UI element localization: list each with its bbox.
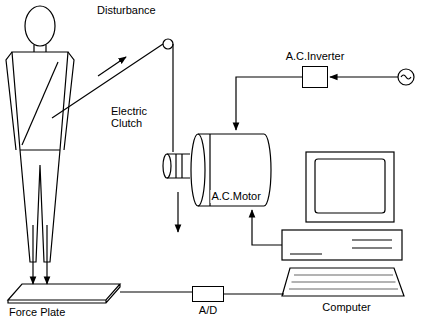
arms [6,52,74,150]
ac-symbol [401,75,411,79]
node-label: Electric Clutch [110,105,158,130]
force-arrow [32,225,33,284]
node-label: A/D [198,304,218,317]
connector [224,293,284,294]
rope [172,44,173,152]
force-plate: Force Plate [8,284,120,302]
electric-clutch-shape [162,152,190,180]
ac-source [398,69,414,85]
harness [22,62,58,145]
inverter-box: A.C.Inverter [302,66,328,88]
force-arrow [46,225,47,284]
force-plate-shape [8,284,120,302]
head [25,6,55,46]
node-label: Force Plate [8,306,66,319]
ad-converter: A/D [192,286,224,302]
pull-arrow [98,57,126,76]
node-label: A.C.Motor [210,190,262,203]
connector [236,77,302,130]
waist [20,149,60,150]
connector [120,291,192,292]
node-label: Computer [321,301,371,314]
electric-clutch: Electric Clutch [162,152,190,180]
motor-cylinder: A.C.Motor [190,130,272,210]
disturbance-label: Disturbance [96,4,157,17]
node-label: A.C.Inverter [285,50,346,63]
body [12,52,68,262]
pulley [163,39,173,49]
pull-arrow [177,192,178,232]
computer: Computer [282,150,406,298]
connector [252,210,282,245]
neck [34,45,46,52]
computer-shape [282,150,406,298]
supply-wire [330,76,398,77]
